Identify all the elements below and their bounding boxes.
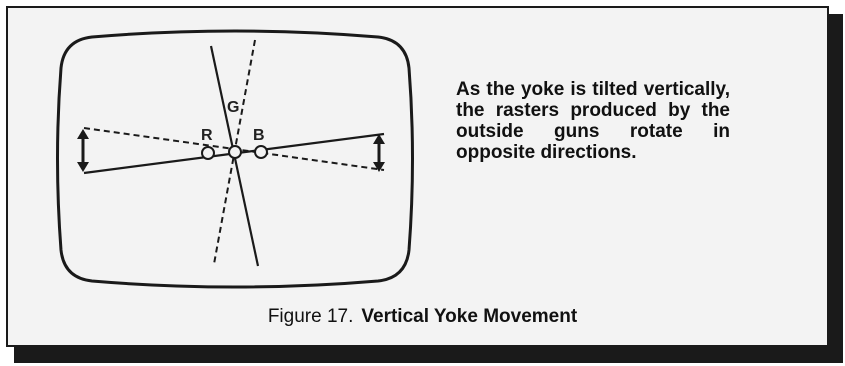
left-double-arrow: [77, 129, 89, 172]
figure-title: Vertical Yoke Movement: [361, 306, 578, 327]
description-text: As the yoke is tilted vertically, the ra…: [456, 79, 730, 163]
red-gun-dot: [201, 146, 215, 160]
figure-frame: [6, 6, 829, 347]
label-g: G: [227, 99, 239, 116]
green-gun-dot: [228, 145, 242, 159]
right-double-arrow: [373, 134, 385, 172]
label-b: B: [253, 127, 265, 144]
figure-caption: Figure 17. Vertical Yoke Movement: [0, 306, 845, 328]
crt-screen-outline: [56, 29, 414, 289]
figure-number: Figure 17.: [267, 306, 354, 327]
blue-gun-dot: [254, 145, 268, 159]
label-r: R: [201, 127, 213, 144]
